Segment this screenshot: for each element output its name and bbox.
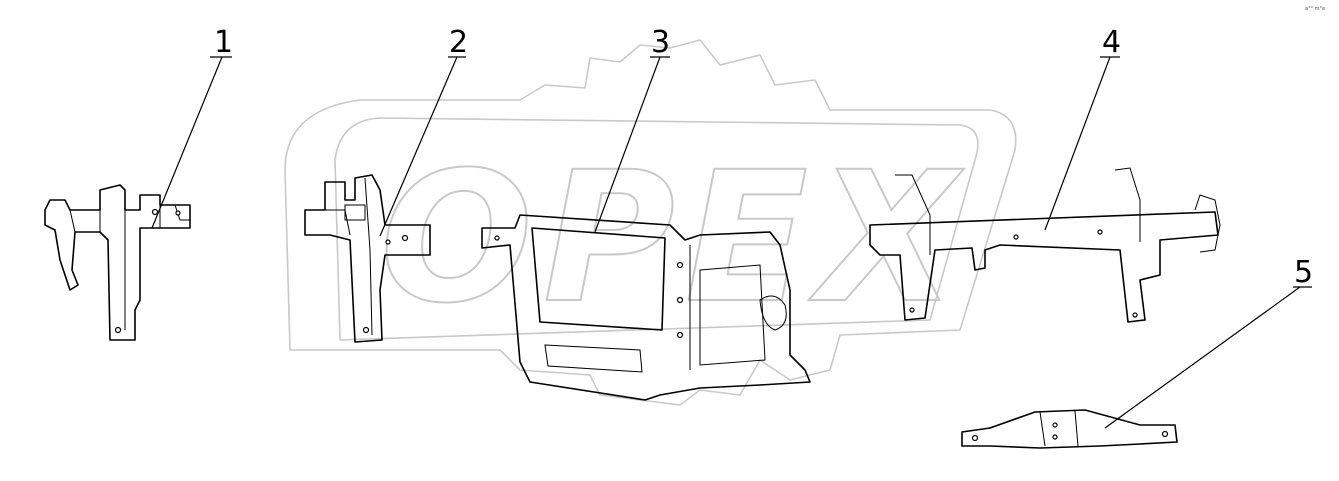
callout-2: 2	[449, 25, 468, 60]
watermark-text: OPEX	[380, 134, 967, 343]
part-4-crossbeam	[869, 167, 1221, 323]
leader-lines	[151, 56, 1312, 429]
corner-mark: a°° m°e	[1305, 6, 1325, 12]
watermark-logo: OPEX	[284, 39, 1017, 406]
callout-5: 5	[1294, 255, 1313, 290]
callout-3: 3	[651, 25, 670, 60]
callout-4: 4	[1102, 25, 1121, 60]
part-5-bracket	[961, 409, 1178, 449]
callout-1: 1	[214, 25, 233, 60]
leader-4	[1044, 56, 1120, 231]
leader-2	[379, 56, 466, 237]
leader-1	[151, 56, 232, 229]
watermark-inner-outline	[334, 117, 979, 341]
part-2-bracket	[304, 174, 431, 343]
watermark-gear-outline	[284, 39, 1017, 406]
leader-3	[594, 56, 670, 233]
part-1-bracket	[44, 184, 191, 341]
leader-5	[1104, 286, 1312, 429]
part-3-panel	[481, 214, 811, 401]
